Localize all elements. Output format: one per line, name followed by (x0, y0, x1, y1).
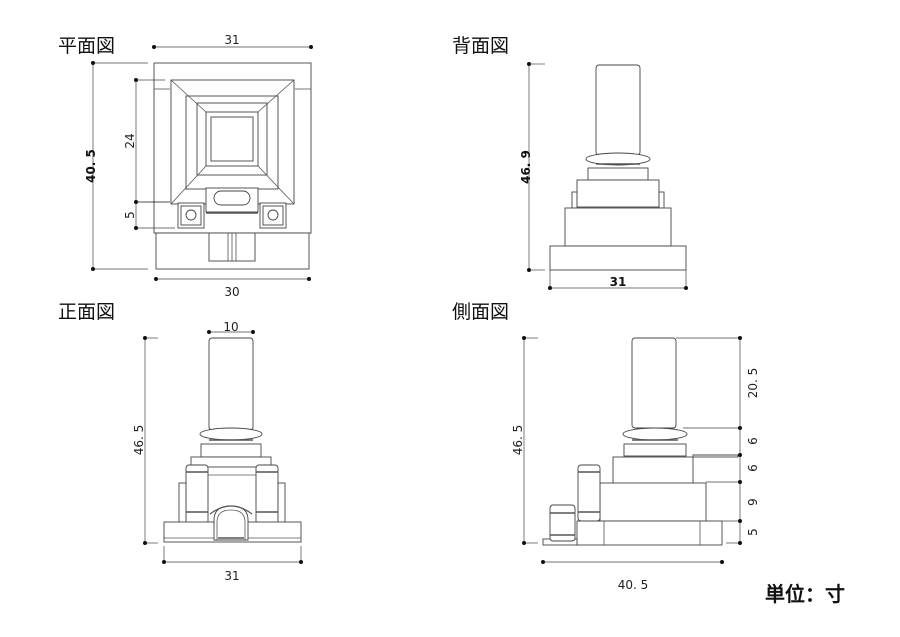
side-middle-tier (599, 482, 707, 522)
front-dim-pillar-width: 10 (223, 320, 238, 334)
plan-dim-inner-depth: 24 (123, 133, 137, 148)
side-dim-seg-3: 9 (746, 498, 760, 506)
side-front-lantern (549, 504, 576, 542)
front-lotus-ring (199, 427, 263, 441)
plan-view: 平面図 31 (58, 33, 313, 299)
side-upper-tier (612, 456, 694, 485)
back-dim-height: 46. 9 (519, 150, 533, 184)
side-view: 側面図 46. 5 20. 5 6 (452, 301, 760, 592)
front-dim-height: 46. 5 (132, 425, 146, 456)
back-view: 背面図 46. 9 31 (452, 35, 688, 290)
unit-label: 単位：寸 (765, 582, 845, 606)
side-pillar (631, 337, 677, 429)
plan-view-title: 平面図 (58, 35, 115, 57)
back-pillar (595, 64, 641, 156)
side-dim-base: 5 (746, 528, 760, 536)
side-base (576, 520, 723, 546)
front-view: 正面図 10 46. 5 (58, 301, 303, 583)
plan-dim-top-width: 31 (224, 33, 239, 47)
side-dim-seg-1: 6 (746, 437, 760, 445)
front-pillar (208, 337, 254, 431)
side-view-title: 側面図 (452, 301, 509, 323)
front-right-lantern (255, 464, 279, 526)
plan-dim-bottom-width: 30 (224, 285, 239, 299)
side-lotus-ring (622, 427, 688, 441)
plan-dim-total-depth: 40. 5 (84, 149, 98, 183)
side-dim-depth: 40. 5 (618, 578, 649, 592)
front-incense-arch (213, 505, 249, 541)
front-dim-width: 31 (224, 569, 239, 583)
back-lotus-ring (585, 152, 651, 166)
side-dim-seg-2: 6 (746, 464, 760, 472)
side-dim-pillar: 20. 5 (746, 368, 760, 399)
back-middle-tier (564, 207, 672, 247)
side-rear-lantern (577, 464, 601, 522)
front-left-lantern (185, 464, 209, 526)
plan-dim-step-depth: 5 (123, 211, 137, 219)
back-base (549, 245, 687, 271)
back-dim-width: 31 (610, 275, 627, 289)
front-view-title: 正面図 (58, 301, 115, 323)
plan-incense-hole (213, 190, 251, 206)
back-view-title: 背面図 (452, 35, 509, 57)
side-dim-height: 46. 5 (511, 425, 525, 456)
